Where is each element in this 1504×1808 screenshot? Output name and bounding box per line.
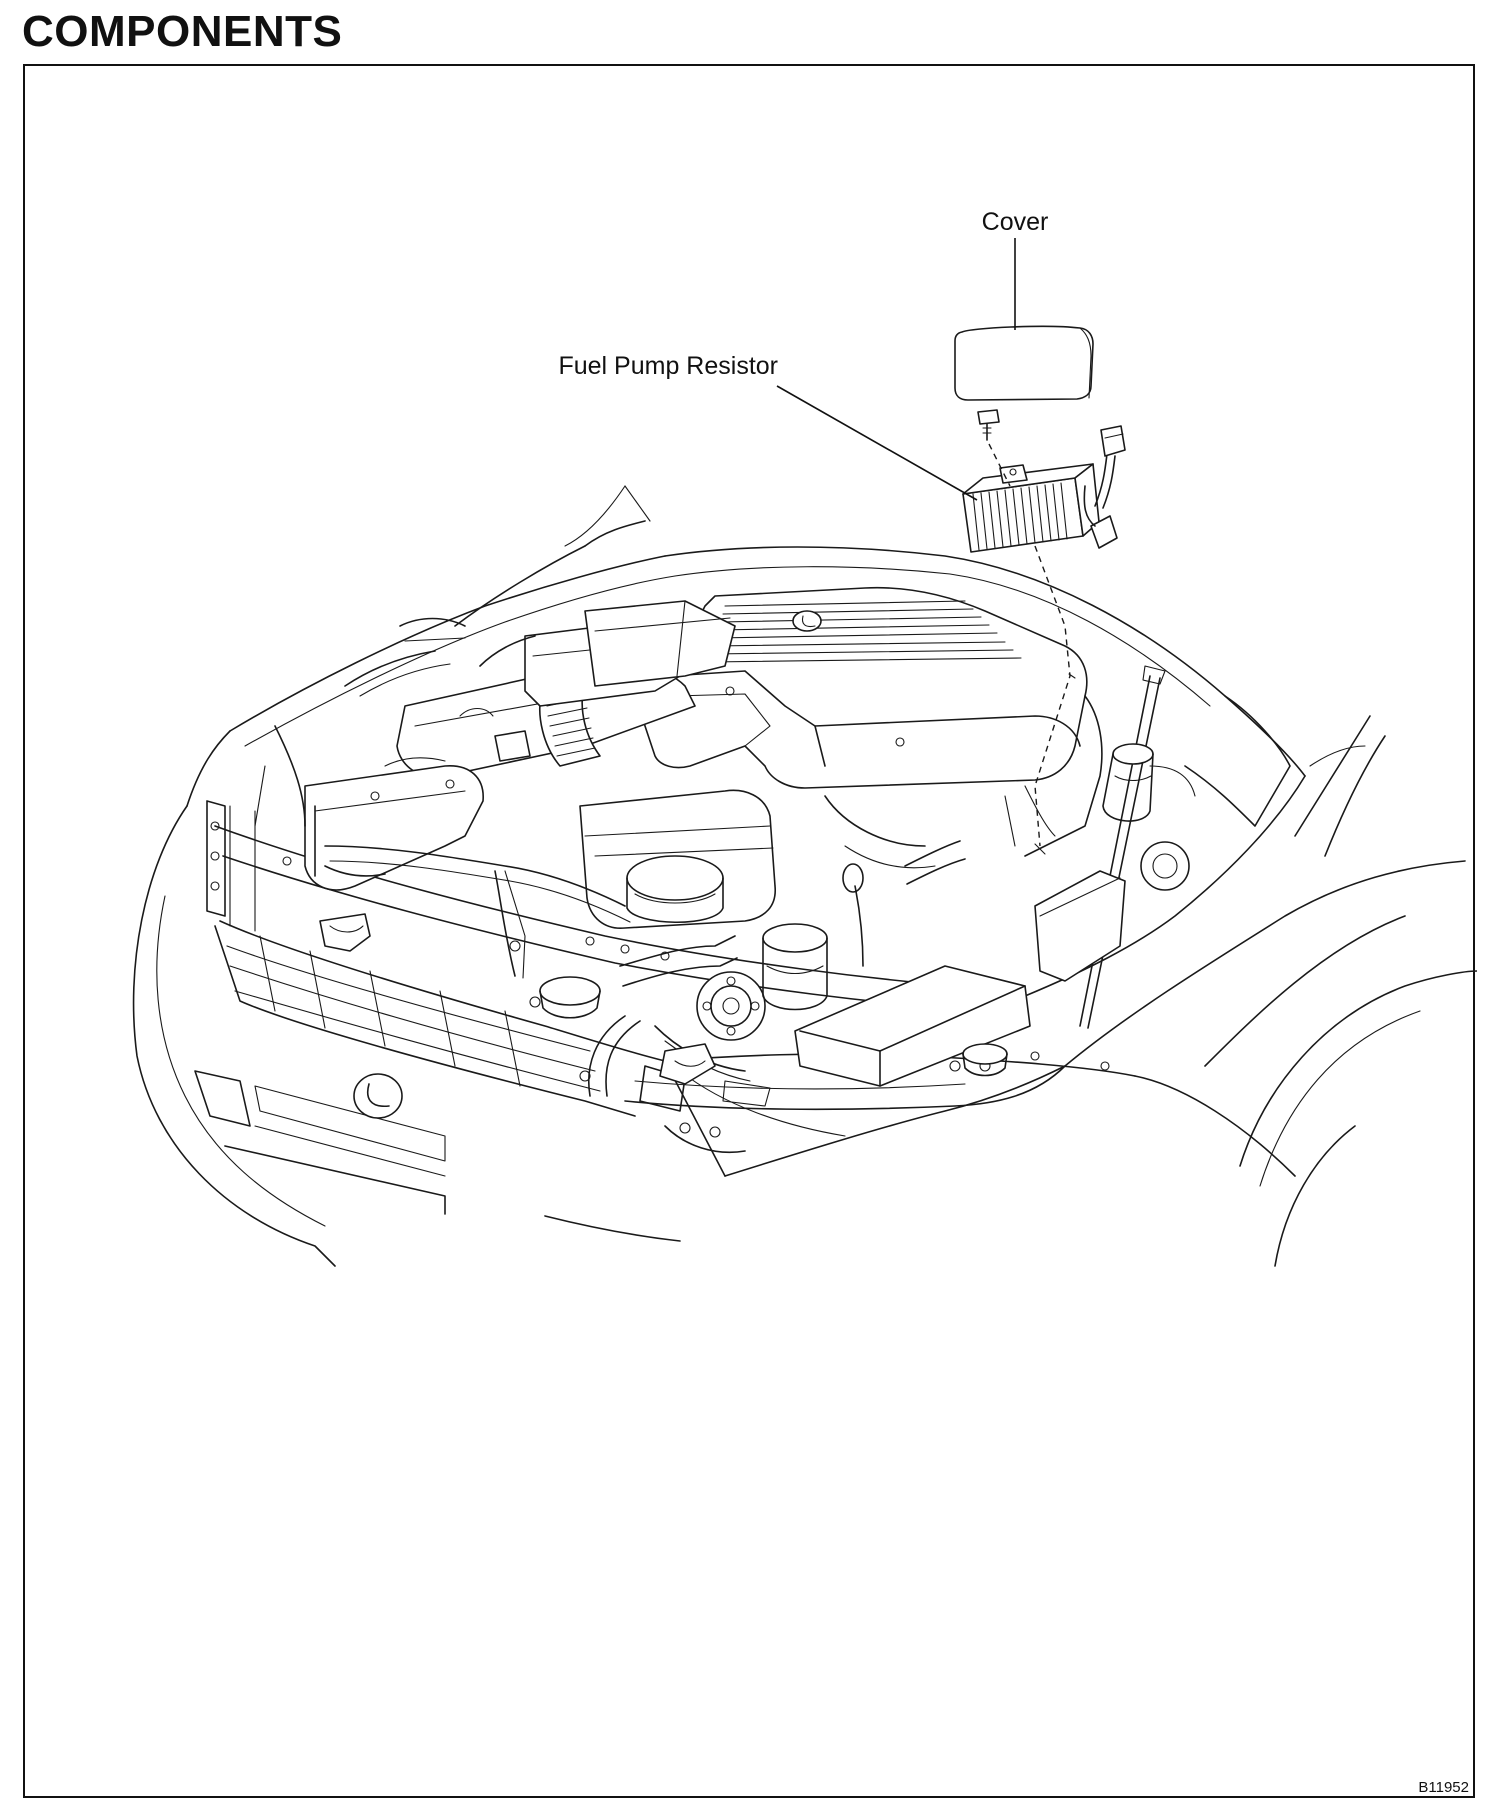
engine-bay-illustration: Cover Fuel Pump Resistor B11952 <box>132 208 1477 1796</box>
fuel-pump-resistor-part <box>962 409 1126 553</box>
cover-part <box>954 325 1094 401</box>
page-heading: COMPONENTS <box>22 7 343 56</box>
fuel-pump-resistor-leader-line <box>776 385 978 501</box>
engine-bay-components <box>254 617 1196 1097</box>
air-intake-system <box>304 600 736 891</box>
car-body-outline <box>132 485 1477 1267</box>
figure-code: B11952 <box>1418 1779 1469 1796</box>
engine-cover <box>579 586 1103 929</box>
cover-label: Cover <box>982 208 1049 236</box>
alignment-lines <box>988 443 1076 855</box>
fuel-pump-resistor-label: Fuel Pump Resistor <box>558 352 778 380</box>
figure-frame: Cover Fuel Pump Resistor B11952 <box>23 64 1477 1798</box>
